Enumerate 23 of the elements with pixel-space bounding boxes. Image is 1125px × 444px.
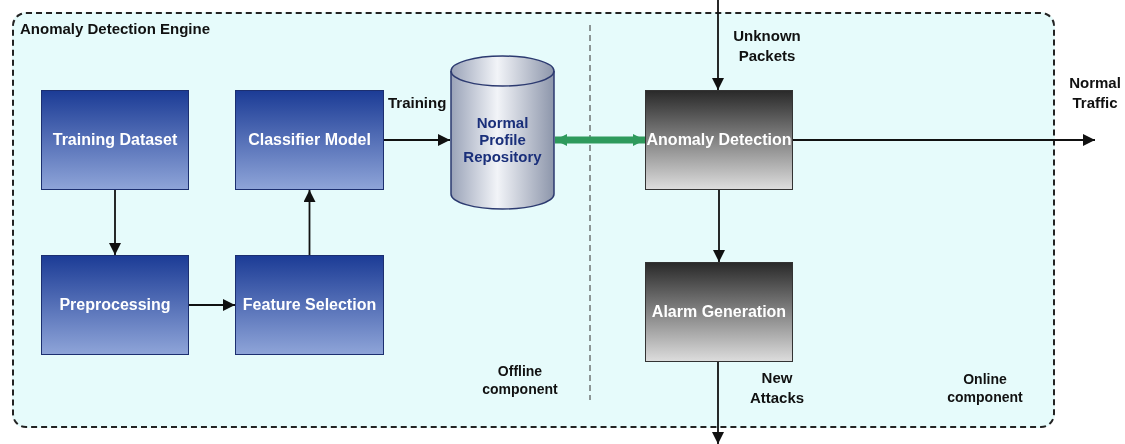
edge-label: New Attacks	[748, 368, 806, 407]
engine-container	[12, 12, 1055, 428]
edge-label: Unknown Packets	[732, 26, 802, 65]
arrow	[188, 299, 236, 311]
process-box: Feature Selection	[235, 255, 384, 355]
process-box: Classifier Model	[235, 90, 384, 190]
section-label: Offline component	[481, 362, 559, 399]
node-label: Normal Profile Repository	[462, 114, 543, 165]
arrow	[303, 189, 316, 256]
arrow	[712, 0, 724, 91]
process-box: Alarm Generation	[645, 262, 793, 362]
container-title: Anomaly Detection Engine	[20, 20, 211, 37]
arrow	[383, 134, 451, 146]
process-box: Preprocessing	[41, 255, 189, 355]
arrow	[555, 134, 645, 146]
edge-label: Training	[388, 93, 447, 113]
process-box: Training Dataset	[41, 90, 189, 190]
process-box: Anomaly Detection	[645, 90, 793, 190]
edge-label: Normal Traffic	[1068, 73, 1122, 112]
section-label: Online component	[946, 370, 1024, 407]
arrow	[713, 189, 725, 263]
arrow	[712, 361, 724, 444]
arrow	[109, 189, 121, 256]
